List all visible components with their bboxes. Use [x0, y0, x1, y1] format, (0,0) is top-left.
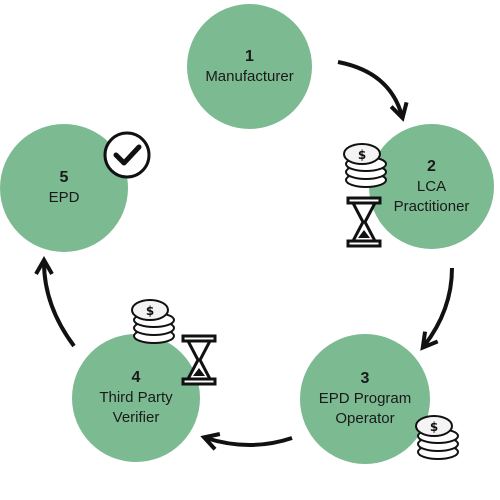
node-label: EPD [48, 189, 80, 206]
node-number: 1 [245, 47, 254, 65]
hourglass-icon [346, 196, 382, 248]
hourglass-icon [181, 334, 217, 386]
node-label: Third Party Verifier [99, 389, 173, 426]
node-number: 5 [59, 169, 69, 186]
svg-text:$: $ [430, 420, 438, 434]
node-label: Manufacturer [205, 67, 294, 85]
node-number: 3 [360, 370, 370, 387]
arrow-1-to-2 [337, 60, 409, 122]
coin-stack-icon: $ [343, 143, 387, 188]
node-label: LCA Practitioner [393, 177, 470, 215]
arrow-2-to-3 [420, 267, 454, 351]
arrow-4-to-5 [34, 255, 76, 348]
coin-stack-icon: $ [131, 299, 175, 344]
node-manufacturer: 1 Manufacturer [187, 4, 312, 129]
svg-text:$: $ [146, 304, 154, 318]
node-third-party-verifier: 4 Third Party Verifier [72, 334, 200, 462]
checkmark-circle-icon [103, 131, 151, 179]
node-lca-practitioner: 2 LCA Practitioner [369, 124, 494, 249]
coin-stack-icon: $ [415, 415, 459, 460]
arrow-3-to-4 [200, 432, 293, 451]
node-epd-program-operator: 3 EPD Program Operator [300, 334, 430, 464]
node-number: 4 [131, 369, 141, 386]
node-label: EPD Program Operator [318, 390, 412, 427]
node-number: 2 [427, 157, 436, 175]
svg-text:$: $ [358, 148, 366, 162]
